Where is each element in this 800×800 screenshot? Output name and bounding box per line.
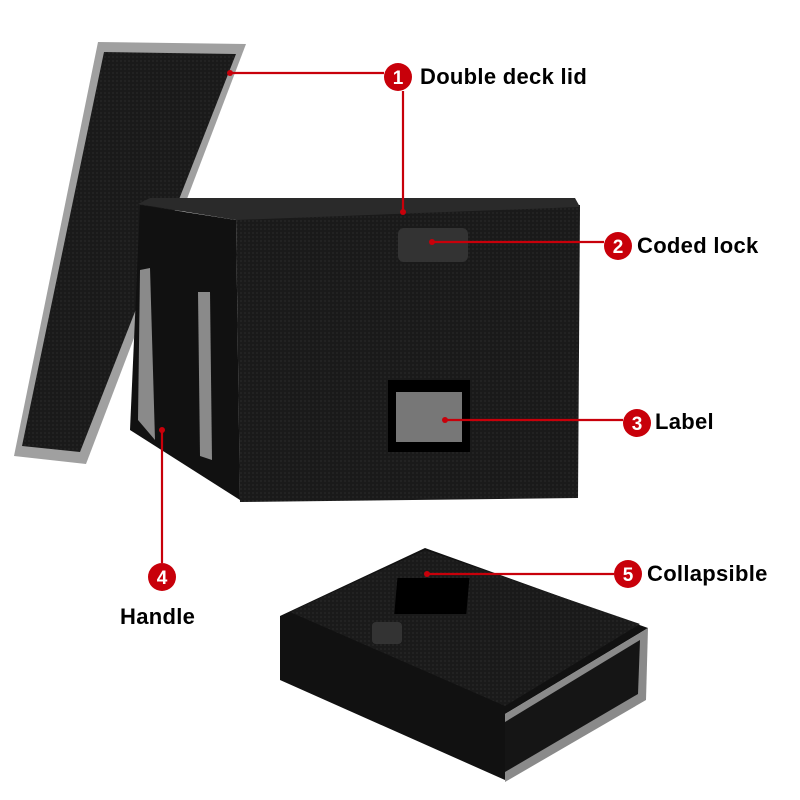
label-handle: Handle [120, 604, 196, 629]
collapsed-box [280, 548, 648, 782]
label-collapsible: Collapsible [647, 561, 768, 586]
callout-number: 1 [393, 68, 404, 89]
open-box [130, 198, 580, 502]
label-double-deck-lid: Double deck lid [420, 64, 588, 89]
callout-number: 5 [623, 565, 634, 586]
callout-number: 2 [613, 237, 624, 258]
label-label: Label [655, 409, 714, 434]
callout-markers: 1 2 3 4 5 [148, 63, 651, 591]
callout-number: 4 [157, 568, 168, 589]
callout-lines [160, 71, 623, 576]
lid [14, 42, 246, 464]
label-coded-lock: Coded lock [637, 233, 759, 258]
handle-strap [138, 268, 155, 440]
callout-number: 3 [632, 414, 643, 435]
coded-lock [398, 228, 468, 262]
